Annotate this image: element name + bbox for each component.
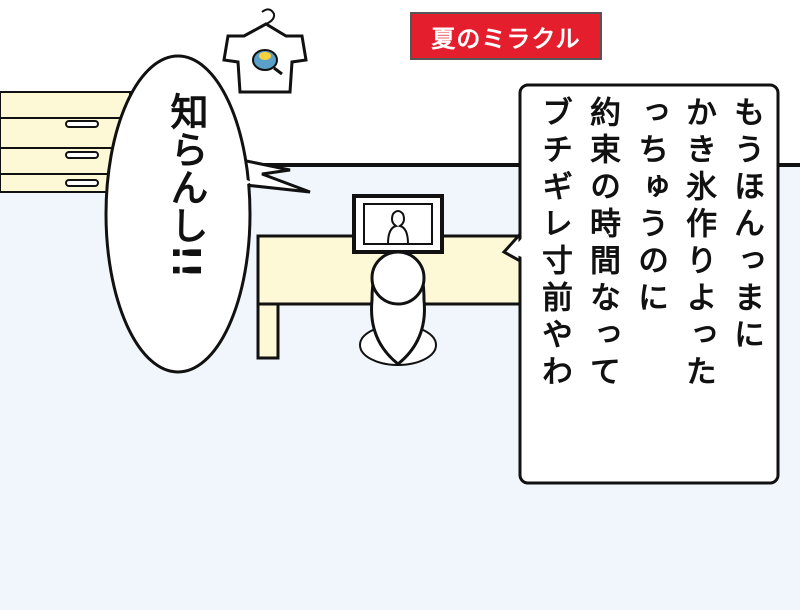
- speech-line: もうほんっまに: [728, 96, 764, 355]
- shout-bubble-text: 知らんし!!: [164, 92, 208, 279]
- tshirt-on-hanger: [222, 8, 308, 94]
- speech-box: [501, 83, 780, 485]
- speech-line: かき氷作りよった: [680, 96, 716, 392]
- title-sign-text: 夏のミラクル: [431, 24, 581, 53]
- person-from-back: [359, 250, 437, 366]
- speech-box-text: もうほんっまに かき氷作りよった っちゅうのに 約束の時間なって ブチギレ寸前や…: [530, 96, 770, 466]
- speech-line: っちゅうのに: [632, 96, 668, 318]
- speech-line: ブチギレ寸前やわ: [536, 96, 572, 392]
- monitor: [352, 194, 444, 254]
- shout-bubble: [104, 54, 311, 374]
- speech-line: 約束の時間なって: [584, 96, 620, 392]
- title-sign: 夏のミラクル: [410, 12, 602, 60]
